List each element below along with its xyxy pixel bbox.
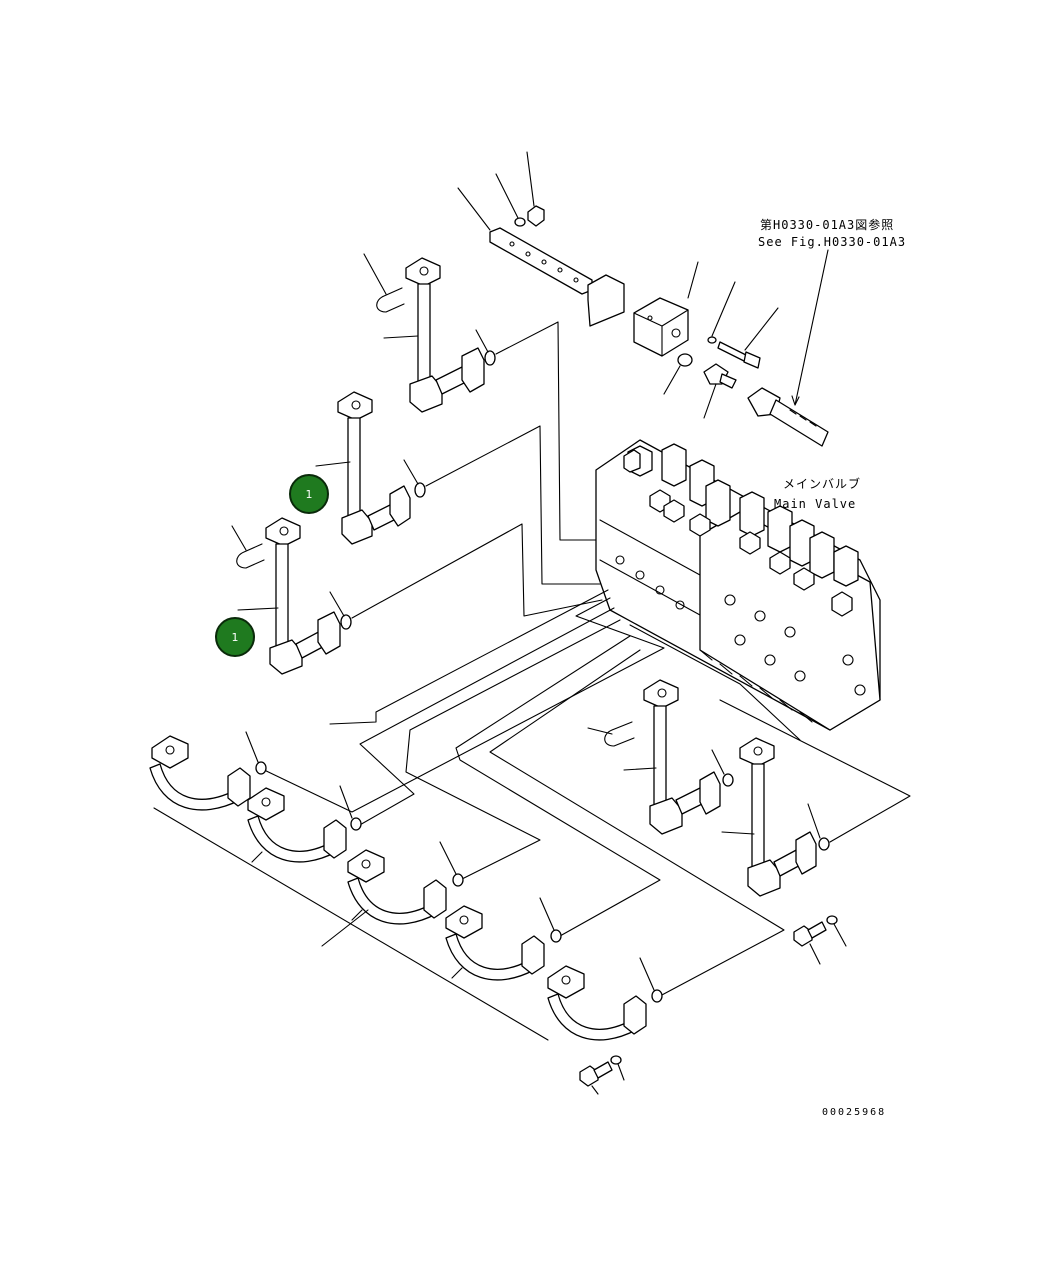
u-bolt-upper [376, 287, 405, 313]
leader-oring-elbow-5 [639, 957, 655, 991]
route-line-6 [357, 607, 615, 827]
leader-bolt-bottom-center [591, 1085, 599, 1095]
hose-fitting [747, 387, 829, 447]
route-line-7 [405, 619, 621, 881]
leader-nut [526, 151, 535, 207]
pipe-lower [265, 517, 341, 675]
pipe-right-2 [739, 737, 817, 897]
drawing-number: 00025968 [822, 1107, 886, 1118]
u-bolt-right [604, 721, 635, 747]
leader-oring-upper [475, 329, 489, 353]
main-valve [595, 439, 881, 731]
pipe-right-1 [643, 679, 721, 835]
leader-elbow-group [321, 909, 369, 947]
route-line-11 [719, 699, 911, 843]
elbow-pipe-2 [247, 787, 347, 863]
leader-oring-middle [403, 459, 419, 485]
leader-washer [711, 281, 736, 337]
leader-block [687, 261, 699, 299]
route-line-10 [629, 624, 801, 741]
bolt-bottom-center [579, 1055, 622, 1087]
leader-washer-top [495, 173, 519, 219]
reference-leader [794, 249, 829, 406]
leader-ubolt-lower [231, 525, 247, 551]
leader-pipe-right-1 [623, 767, 657, 771]
leader-ubolt-right [587, 727, 613, 735]
u-bolt-lower [236, 543, 265, 569]
nut [527, 205, 545, 227]
o-ring-elbow-2 [350, 817, 362, 831]
o-ring-elbow-4 [550, 929, 562, 943]
route-line-8 [455, 635, 661, 937]
elbow-pipe-4 [445, 905, 545, 981]
reference-note-jp: 第H0330-01A3図参照 [760, 217, 894, 232]
leader-pipe-middle [315, 461, 351, 467]
leader-oring-elbow-4 [539, 897, 555, 931]
o-ring-upper [677, 353, 693, 367]
reference-arrowhead [791, 395, 800, 406]
elbow-pipe-1 [149, 735, 251, 811]
bolt-upper-right [717, 341, 761, 369]
badge-circle [289, 474, 329, 514]
route-line-2 [425, 425, 601, 585]
badge-number: 1 [232, 631, 239, 644]
route-line-1 [495, 321, 597, 541]
leader-bracket [457, 187, 491, 231]
elbow-pipe-3 [347, 849, 447, 925]
leader-pipe-lower [237, 607, 279, 611]
leader-washer-bottom-right [833, 923, 847, 947]
route-line-5 [259, 597, 665, 813]
main-valve-label-en: Main Valve [774, 497, 856, 511]
route-line-3 [351, 523, 603, 619]
route-line-9 [489, 649, 785, 997]
o-ring-elbow-5 [651, 989, 663, 1003]
o-ring-elbow-3 [452, 873, 464, 887]
leader-oring-elbow-3 [439, 841, 457, 875]
route-line-4 [329, 589, 609, 725]
badge-circle [215, 617, 255, 657]
leader-oring [663, 365, 681, 395]
o-ring-right-2 [818, 837, 830, 851]
pipe-upper [405, 257, 485, 413]
leader-elbow [703, 383, 717, 419]
o-ring-lower-pipe [340, 614, 352, 630]
bolt-bottom-right [793, 915, 838, 947]
o-ring-right-1 [722, 773, 734, 787]
leader-oring-elbow-2 [339, 785, 353, 819]
item-badge-1[interactable]: 1 [289, 474, 329, 514]
leader-oring-elbow-1 [245, 731, 259, 763]
pipe-middle [337, 391, 411, 545]
leader-oring-right-2 [807, 803, 821, 839]
o-ring-upper-pipe [484, 350, 496, 366]
leader-bolt [744, 307, 779, 351]
o-ring-middle-pipe [414, 482, 426, 498]
washer-top [514, 217, 526, 227]
group-leader-ticks [251, 851, 463, 979]
elbow-pipe-5 [547, 965, 647, 1041]
leader-oring-lower [329, 591, 345, 617]
leader-washer-bottom-center [617, 1063, 625, 1081]
leader-bolt-bottom-right [809, 943, 821, 965]
elbow-fitting-upper [703, 363, 737, 389]
bracket [489, 227, 625, 327]
leader-pipe-right-2 [721, 831, 755, 835]
main-valve-label-jp: メインバルブ [783, 476, 861, 491]
leader-oring-right-1 [711, 749, 725, 775]
valve-block [633, 297, 689, 357]
leader-ubolt-upper [363, 253, 387, 295]
o-ring-elbow-1 [255, 761, 267, 775]
badge-number: 1 [306, 488, 313, 501]
washer-small [707, 336, 717, 344]
leader-pipe-upper [383, 335, 419, 339]
item-badge-2[interactable]: 1 [215, 617, 255, 657]
reference-note-en: See Fig.H0330-01A3 [758, 235, 906, 249]
